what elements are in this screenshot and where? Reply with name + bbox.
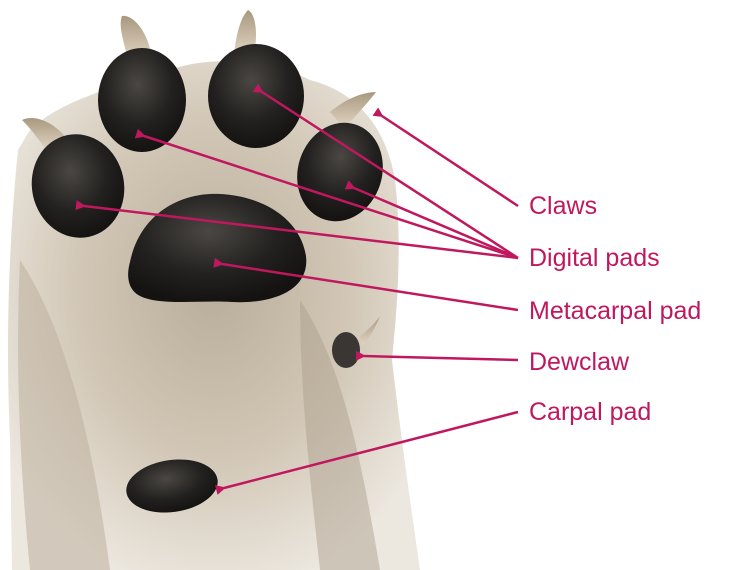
label-claws: Claws [529, 191, 597, 221]
digital-pad-1 [98, 48, 186, 152]
arrow-claws [382, 116, 518, 206]
label-carpal-pad: Carpal pad [529, 397, 651, 427]
dewclaw-pad [332, 332, 360, 368]
arrow-group-claws [382, 116, 518, 206]
label-metacarpal-pad: Metacarpal pad [529, 296, 701, 326]
digital-pad-2 [208, 44, 304, 148]
label-digital-pads: Digital pads [529, 243, 660, 273]
label-dewclaw: Dewclaw [529, 347, 629, 377]
